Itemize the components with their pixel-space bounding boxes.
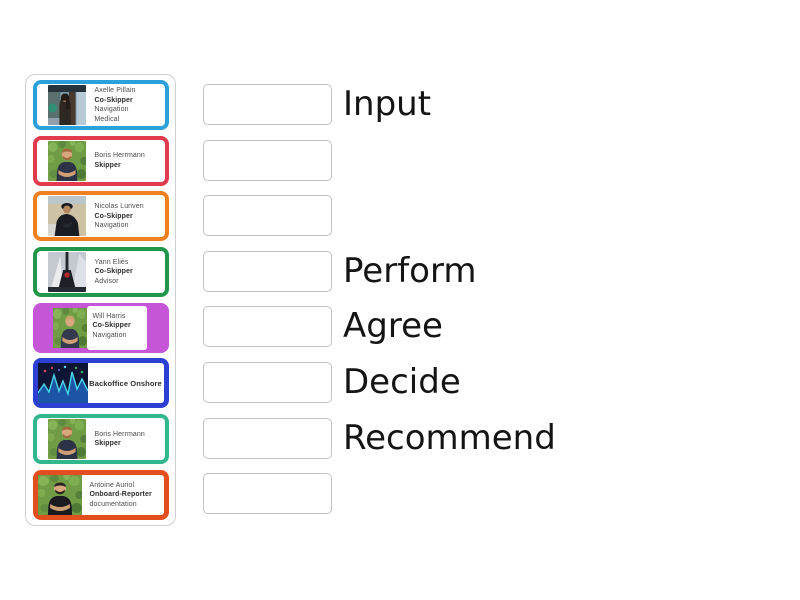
boat-rigging-photo xyxy=(47,252,86,293)
person-detail: Medical xyxy=(94,115,120,123)
person-name: Yann Eliès xyxy=(94,258,129,266)
data-waveform-photo xyxy=(37,363,88,404)
match-label: Decide xyxy=(343,361,461,402)
match-row xyxy=(203,139,556,181)
person-detail: Navigation xyxy=(94,106,129,113)
match-row: Perform xyxy=(203,250,556,292)
drop-slot[interactable] xyxy=(203,84,332,125)
person-detail: Navigation xyxy=(94,222,129,230)
person-role: Skipper xyxy=(94,440,121,448)
person-role: Co-Skipper xyxy=(94,212,133,220)
person-role: Co-Skipper xyxy=(94,96,133,104)
drop-slot[interactable] xyxy=(203,417,332,459)
person-name: Will Harris xyxy=(92,312,126,320)
person-role: Co-Skipper xyxy=(92,322,131,330)
drop-slot[interactable] xyxy=(203,195,332,237)
match-row: Agree xyxy=(203,306,556,348)
match-row: Recommend xyxy=(203,417,556,459)
match-label: Agree xyxy=(343,306,443,347)
foliage-portrait-blond-photo xyxy=(52,307,87,348)
person-role: Onboard-Reporter xyxy=(89,491,152,499)
window-portrait-photo xyxy=(47,85,86,125)
match-label: Perform xyxy=(343,250,477,291)
foliage-portrait-redhead-photo xyxy=(47,140,86,181)
match-row xyxy=(203,473,556,515)
person-role: Co-Skipper xyxy=(94,268,133,276)
person-detail: documentation xyxy=(89,500,137,508)
sailor-portrait-photo xyxy=(47,196,86,237)
card-text: Backoffice Onshore xyxy=(88,363,164,403)
match-row xyxy=(203,195,556,237)
person-name: Antoine Auriol xyxy=(89,481,135,489)
person-detail: Advisor xyxy=(94,277,119,285)
person-role: Skipper xyxy=(94,161,121,169)
person-role: Backoffice Onshore xyxy=(89,378,162,388)
person-detail: Navigation xyxy=(92,331,127,339)
drop-slot[interactable] xyxy=(203,139,332,181)
person-name: Boris Herrmann xyxy=(94,430,145,438)
foliage-portrait-redhead-photo xyxy=(47,419,86,460)
drop-slot[interactable] xyxy=(203,306,332,348)
drop-slot[interactable] xyxy=(203,361,332,403)
person-name: Axelle Pillain xyxy=(94,87,136,94)
match-row: Decide xyxy=(203,361,556,403)
drop-slot[interactable] xyxy=(203,250,332,292)
match-label: Recommend xyxy=(343,417,556,458)
drop-slot[interactable] xyxy=(203,473,332,515)
match-label: Input xyxy=(343,84,432,124)
person-name: Nicolas Lunven xyxy=(94,203,144,211)
foliage-portrait-beard-photo xyxy=(37,474,82,515)
person-name: Boris Herrmann xyxy=(94,152,145,160)
person-card-backoffice-onshore[interactable]: Backoffice Onshore xyxy=(32,358,169,409)
match-row: Input xyxy=(203,84,556,125)
